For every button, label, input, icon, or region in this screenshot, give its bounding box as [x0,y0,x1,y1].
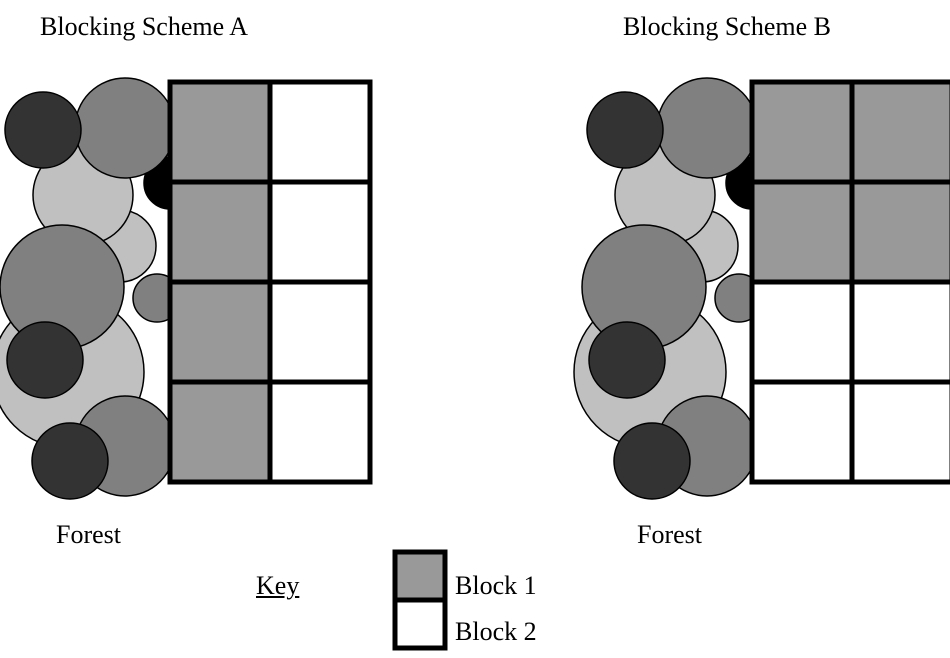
plot-cell-block2 [849,279,950,385]
tree [74,77,176,179]
plot-cell-block2 [267,379,373,485]
plot-grid [167,79,373,485]
plot-cell-block2 [749,279,855,385]
plot-cell-block1 [167,379,273,485]
key-title: Key [256,571,300,600]
plot-cell-block2 [267,279,373,385]
forest-label-a: Forest [56,520,121,549]
tree [656,77,758,179]
key-swatch-block-2 [392,597,448,651]
plot-cell-block1 [167,79,273,185]
plot-cell-block2 [267,79,373,185]
tree [6,321,84,399]
plot-cell-block1 [749,179,855,285]
plot-cell-block1 [167,279,273,385]
scheme-b-title: Blocking Scheme B [623,12,831,41]
key-label-block-2: Block 2 [455,617,537,646]
plot-grid [749,79,950,485]
key-swatch-block-1 [392,549,448,603]
scheme-a-title: Blocking Scheme A [40,12,248,41]
forest-label-b: Forest [637,520,702,549]
tree [31,422,109,500]
plot-cell-block2 [749,379,855,485]
tree [4,91,82,169]
plot-cell-block1 [749,79,855,185]
forest [573,77,779,500]
tree [588,321,666,399]
scheme-b-diagram [573,77,950,500]
forest [0,77,197,500]
tree [586,91,664,169]
plot-cell-block1 [849,79,950,185]
key-label-block-1: Block 1 [455,571,537,600]
tree [613,422,691,500]
scheme-a-diagram [0,77,373,500]
plot-cell-block1 [849,179,950,285]
plot-cell-block2 [267,179,373,285]
plot-cell-block2 [849,379,950,485]
plot-cell-block1 [167,179,273,285]
key-swatches [392,549,448,651]
